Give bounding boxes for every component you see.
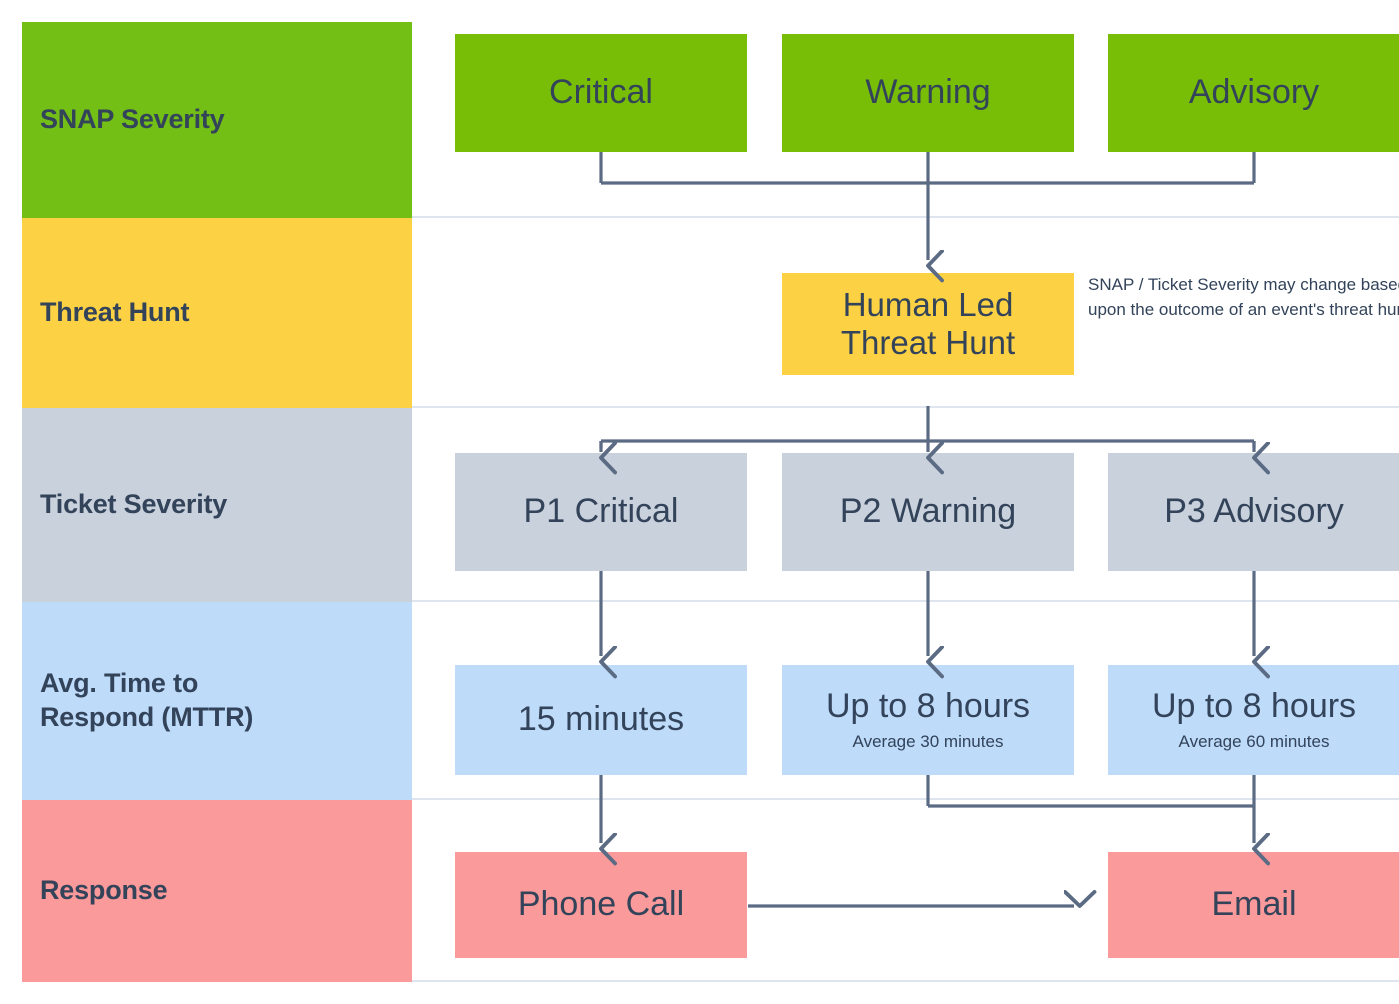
row-label-snap-severity: SNAP Severity [22,22,412,218]
row-body-ticket-severity: P1 Critical P2 Warning P3 Advisory [412,408,1399,602]
row-body-snap-severity: Critical Warning Advisory [412,22,1399,218]
row-avg-time-to-respond: Avg. Time to Respond (MTTR) 15 minutes U… [22,602,1399,800]
row-separator [412,798,1399,800]
row-body-response: Phone Call Email [412,800,1399,982]
node-snap-warning[interactable]: Warning [782,34,1074,152]
row-label-line-2: Respond (MTTR) [40,702,254,732]
row-ticket-severity: Ticket Severity P1 Critical P2 Warning P… [22,408,1399,602]
node-title: Email [1211,885,1297,924]
node-mttr-p3[interactable]: Up to 8 hours Average 60 minutes [1108,665,1399,775]
row-label-ticket-severity: Ticket Severity [22,408,412,602]
row-threat-hunt: Threat Hunt Human Led Threat Hunt SNAP /… [22,218,1399,408]
node-title-line-2: Threat Hunt [840,324,1016,361]
node-title: Phone Call [517,885,685,924]
node-mttr-p1[interactable]: 15 minutes [455,665,747,775]
node-title: 15 minutes [517,700,685,739]
node-subtitle: Average 60 minutes [1178,732,1330,752]
node-phone-call[interactable]: Phone Call [455,852,747,958]
row-separator [412,980,1399,982]
severity-response-flow-diagram: SNAP Severity Critical Warning Advisory … [22,22,1399,982]
node-title: P3 Advisory [1164,492,1344,531]
node-title: Advisory [1188,73,1320,112]
node-p3-advisory[interactable]: P3 Advisory [1108,453,1399,571]
node-title: Warning [865,73,991,112]
node-title-line-1: Human Led [842,286,1014,324]
node-title: Up to 8 hours [1151,687,1357,726]
node-title: P2 Warning [839,492,1017,531]
node-snap-critical[interactable]: Critical [455,34,747,152]
row-label-line-1: Avg. Time to [40,668,199,699]
row-label-response: Response [22,800,412,982]
node-snap-advisory[interactable]: Advisory [1108,34,1399,152]
row-separator [412,600,1399,602]
row-separator [412,406,1399,408]
node-human-led-threat-hunt[interactable]: Human Led Threat Hunt [782,273,1074,375]
node-title: Up to 8 hours [825,687,1031,726]
node-subtitle: Average 30 minutes [852,732,1004,752]
row-body-avg-time-to-respond: 15 minutes Up to 8 hours Average 30 minu… [412,602,1399,800]
row-snap-severity: SNAP Severity Critical Warning Advisory [22,22,1399,218]
node-title: Critical [549,73,653,112]
row-label-threat-hunt: Threat Hunt [22,218,412,408]
node-email[interactable]: Email [1108,852,1399,958]
node-mttr-p2[interactable]: Up to 8 hours Average 30 minutes [782,665,1074,775]
node-p1-critical[interactable]: P1 Critical [455,453,747,571]
row-label-avg-time-to-respond: Avg. Time to Respond (MTTR) [22,602,412,800]
row-body-threat-hunt: Human Led Threat Hunt SNAP / Ticket Seve… [412,218,1399,408]
node-p2-warning[interactable]: P2 Warning [782,453,1074,571]
row-separator [412,216,1399,218]
row-response: Response Phone Call Email [22,800,1399,982]
node-title: P1 Critical [523,492,679,531]
threat-hunt-note: SNAP / Ticket Severity may change based … [1088,275,1399,319]
